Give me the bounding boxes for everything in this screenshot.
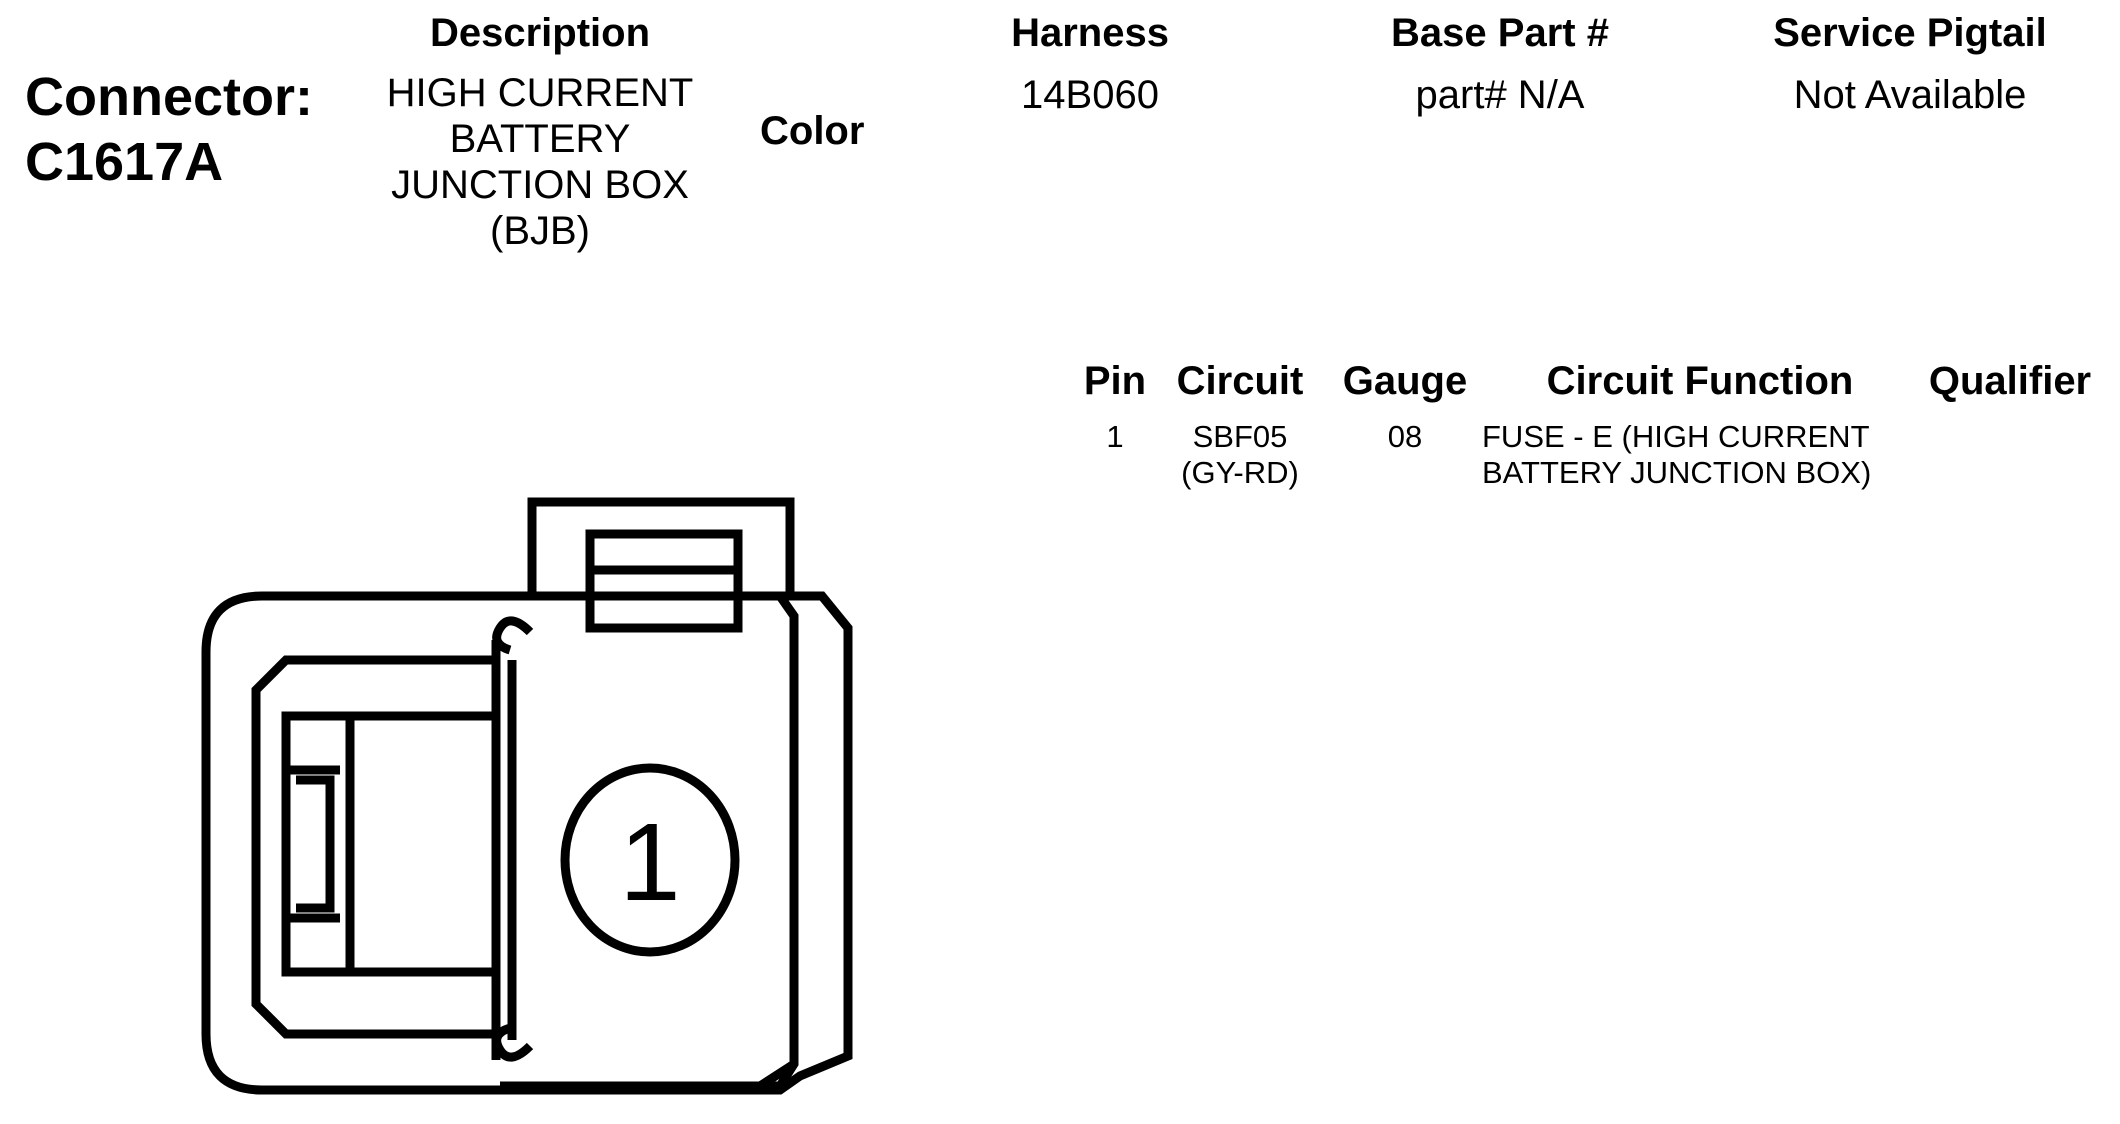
connector-face-diagram: 1 [201,497,853,1095]
latch-outer [527,497,795,596]
circuit-color: (GY-RD) [1181,455,1299,490]
table-row-pin: 1 [1106,419,1124,454]
body-right-rail [757,1060,797,1090]
description-value: HIGH CURRENT BATTERY JUNCTION BOX (BJB) [340,70,740,254]
clip-hook-bottom [492,1023,534,1062]
gauge-column-header: Gauge [1342,359,1468,403]
color-header: Color [760,109,865,153]
connector-body [490,591,799,1091]
description-line: BATTERY [449,117,631,161]
description-header: Description [429,11,651,55]
clip-hook-top [492,616,534,655]
latch-block [585,529,743,633]
connector-label: Connector: [25,67,313,127]
circuit-column-header: Circuit [1176,359,1304,403]
pin-1-circle [560,763,740,957]
base-part-header: Base Part # [1391,11,1609,55]
service-pigtail-value: Not Available [1793,73,2027,117]
terminal-slot-inner [296,775,335,913]
table-row-function: FUSE - E (HIGH CURRENT BATTERY JUNCTION … [1482,419,1871,491]
harness-value: 14B060 [1021,73,1159,117]
function-line: FUSE - E (HIGH CURRENT [1482,419,1870,454]
description-line: JUNCTION BOX [391,163,689,207]
description-line: HIGH CURRENT [386,71,694,115]
service-pigtail-header: Service Pigtail [1773,11,2047,55]
description-line: (BJB) [490,209,590,253]
qualifier-column-header: Qualifier [1928,359,2092,403]
circuit-function-header: Circuit Function [1546,359,1854,403]
connector-id: C1617A [25,132,224,192]
table-row-gauge: 08 [1387,419,1423,454]
pin-1-label: 1 [619,801,680,924]
harness-header: Harness [1011,11,1169,55]
function-line: BATTERY JUNCTION BOX) [1482,455,1872,490]
housing-outer-shell [201,591,853,1095]
table-row-circuit: SBF05 (GY-RD) [1160,419,1320,491]
inner-frame [251,655,496,1039]
pin-column-header: Pin [1083,359,1147,403]
circuit-code: SBF05 [1192,419,1288,454]
base-part-value: part# N/A [1415,73,1585,117]
terminal-slot [281,711,501,977]
